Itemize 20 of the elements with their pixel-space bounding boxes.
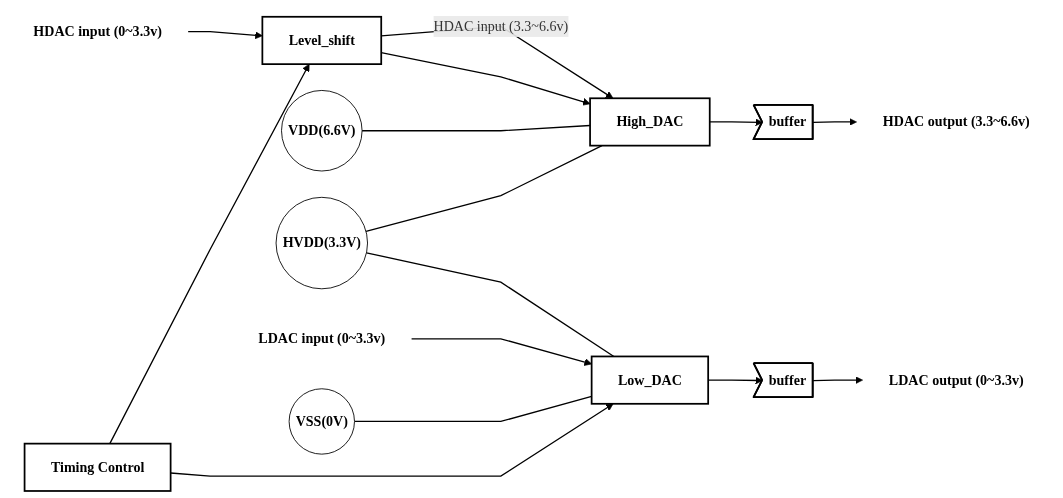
- node-box: Timing Control: [23, 442, 172, 492]
- arrow: [812, 117, 857, 126]
- node-circle: HVDD(3.3V): [275, 196, 368, 289]
- connector: [365, 144, 603, 232]
- arrow: [410, 337, 592, 366]
- node-box: Low_DAC: [590, 355, 710, 405]
- arrow: [709, 117, 763, 126]
- edge-label: HDAC input (3.3~6.6v): [433, 18, 569, 33]
- arrow: [109, 63, 310, 444]
- node-text: LDAC output (0~3.3v): [888, 371, 1024, 387]
- node-text: HDAC output (3.3~6.6v): [882, 113, 1030, 129]
- node-circle: VDD(6.6V): [281, 89, 363, 171]
- node-text: LDAC input (0~3.3v): [258, 330, 386, 346]
- node-text: HDAC input (0~3.3v): [33, 23, 162, 39]
- node-circle: VSS(0V): [288, 387, 355, 455]
- connector: [361, 124, 591, 131]
- node-box: Level_shift: [261, 15, 383, 65]
- node-box: High_DAC: [589, 96, 711, 146]
- arrow: [812, 375, 863, 384]
- arrow: [187, 30, 263, 39]
